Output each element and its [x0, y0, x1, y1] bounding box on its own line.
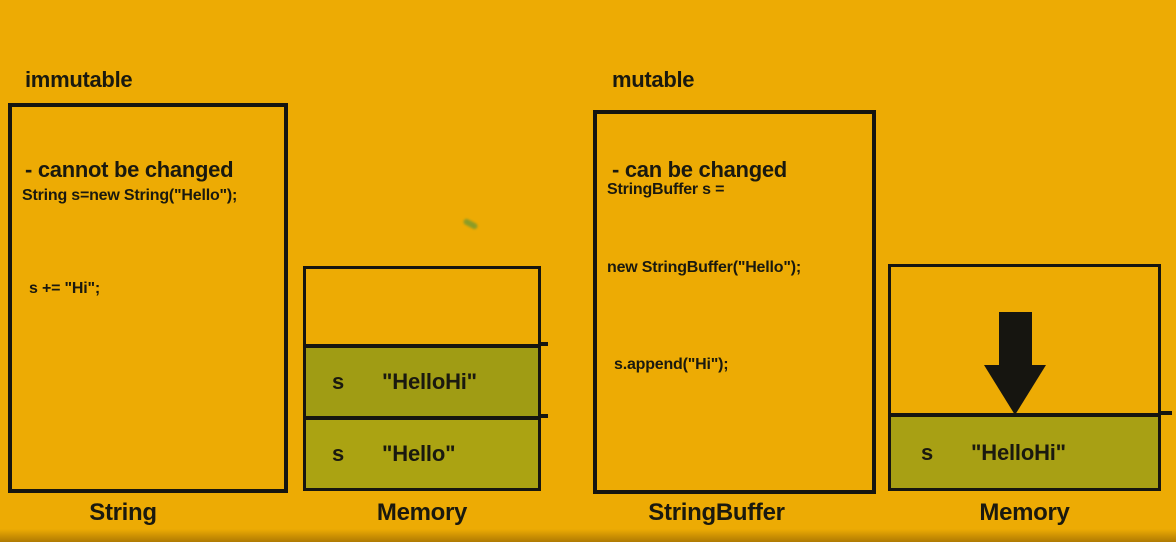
- memory-row-hellohi: s "HelloHi": [891, 413, 1158, 488]
- mutable-title: mutable: [612, 67, 695, 92]
- green-smudge-artifact: [462, 217, 479, 231]
- mutable-subtitle: - can be changed: [612, 157, 787, 182]
- string-code-lines: String s=new String("Hello"); s += "Hi";: [12, 107, 284, 366]
- memory-row-hellohi: s "HelloHi": [306, 344, 538, 416]
- right-memory-caption: Memory: [979, 499, 1070, 526]
- memory-row-hello: s "Hello": [306, 416, 538, 488]
- variable-value: "HelloHi": [382, 369, 477, 394]
- code-line: new StringBuffer("Hello");: [607, 259, 801, 276]
- immutable-subtitle: - cannot be changed: [25, 157, 234, 182]
- code-line: String s=new String("Hello");: [22, 187, 238, 204]
- divider-tick: [539, 414, 548, 418]
- memory-free-space: [306, 269, 538, 344]
- code-line: StringBuffer s =: [607, 181, 725, 198]
- string-code-box: String s=new String("Hello"); s += "Hi";: [8, 103, 288, 493]
- stringbuffer-memory-box: s "HelloHi": [888, 264, 1161, 491]
- variable-value: "HelloHi": [971, 439, 1066, 465]
- variable-name: s: [921, 439, 934, 465]
- stringbuffer-box-caption: StringBuffer: [648, 499, 785, 526]
- stringbuffer-code-lines: StringBuffer s = new StringBuffer("Hello…: [597, 114, 872, 430]
- variable-name: s: [332, 441, 345, 466]
- mutable-title-block: mutable - can be changed: [612, 5, 787, 245]
- immutable-title-block: immutable - cannot be changed: [25, 5, 234, 245]
- divider-tick: [1159, 411, 1172, 415]
- string-box-caption: String: [89, 499, 157, 526]
- code-line: s.append("Hi");: [614, 356, 729, 373]
- stringbuffer-code-box: StringBuffer s = new StringBuffer("Hello…: [593, 110, 876, 494]
- memory-free-space: [891, 267, 1158, 415]
- left-memory-caption: Memory: [376, 499, 468, 526]
- immutable-title: immutable: [25, 67, 133, 92]
- bottom-edge-shade: [0, 529, 1176, 542]
- string-memory-box: s "HelloHi" s "Hello": [303, 266, 541, 491]
- down-arrow-icon: [984, 312, 1046, 415]
- code-line: s += "Hi";: [29, 280, 100, 297]
- divider-tick: [539, 342, 548, 346]
- variable-name: s: [332, 369, 345, 394]
- variable-value: "Hello": [382, 441, 456, 466]
